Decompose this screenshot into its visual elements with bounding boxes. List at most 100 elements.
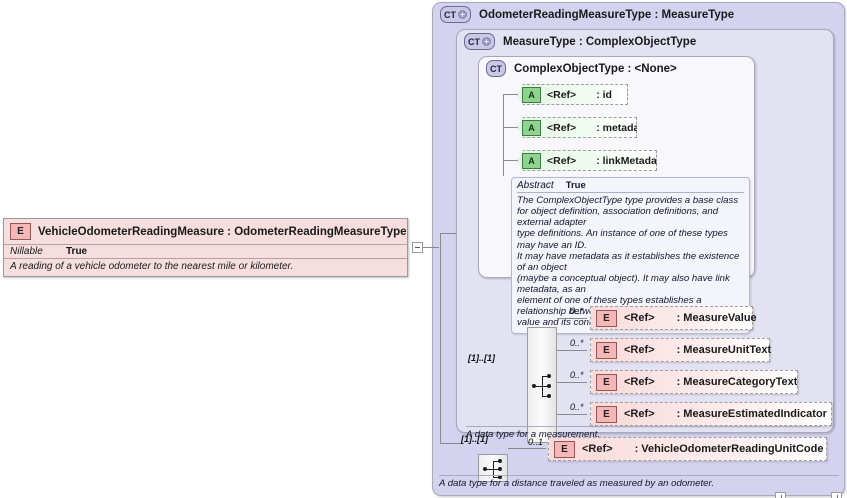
ct-badge-label: CT bbox=[490, 63, 502, 74]
attribute-badge-icon: A bbox=[522, 152, 541, 169]
attribute-name-label: : id bbox=[596, 88, 612, 101]
element-row-vehicleodometerreadingunitcode[interactable]: E <Ref> : VehicleOdometerReadingUnitCode bbox=[548, 437, 827, 461]
sequence-dot-icon bbox=[498, 475, 502, 479]
abstract-text-line: value and its context. bbox=[517, 317, 608, 329]
panel-title-middle: MeasureType : ComplexObjectType bbox=[503, 35, 697, 48]
element-badge-icon: E bbox=[596, 405, 617, 423]
abstract-text-line: for object definition, association defin… bbox=[517, 206, 719, 229]
property-key-label: Nillable bbox=[10, 246, 43, 257]
property-value-label: True bbox=[66, 246, 88, 257]
sequence-line-icon bbox=[536, 386, 542, 387]
element-ref-label: <Ref> bbox=[582, 443, 613, 455]
measure-sequence-cardinality: [1]..[1] bbox=[468, 353, 495, 363]
panel-documentation-middle: A data type for a measurement. bbox=[466, 426, 821, 440]
element-name-label: : MeasureUnitText bbox=[676, 344, 772, 356]
attr-tree-spine bbox=[503, 94, 504, 176]
element-row-measurecategorytext[interactable]: E <Ref> : MeasureCategoryText bbox=[590, 370, 798, 394]
sequence-dot-icon bbox=[498, 467, 502, 471]
unitcode-sequence-cardinality: [1]..[1] bbox=[461, 434, 488, 444]
attribute-name-label: : linkMetadata bbox=[596, 154, 667, 167]
root-connector bbox=[423, 247, 439, 248]
attribute-row-id[interactable]: A <Ref> : id bbox=[517, 84, 628, 105]
element-badge-icon: E bbox=[596, 341, 617, 359]
root-element-title: VehicleOdometerReadingMeasure : Odometer… bbox=[38, 225, 407, 238]
element-name-label: : MeasureEstimatedIndicator bbox=[676, 408, 827, 420]
element-name-label: : VehicleOdometerReadingUnitCode bbox=[634, 443, 824, 455]
attribute-ref-label: <Ref> bbox=[547, 154, 577, 167]
complextype-badge-icon[interactable]: CT bbox=[486, 60, 506, 77]
element-cardinality-measurevalue: 0..* bbox=[570, 306, 584, 316]
element-badge-icon: E bbox=[596, 373, 617, 391]
sequence-dot-root-icon bbox=[483, 467, 487, 471]
ct-badge-label: CT bbox=[468, 36, 480, 47]
attribute-row-linkmetadata[interactable]: A <Ref> : linkMetadata bbox=[517, 150, 657, 171]
sequence-dot-root-icon bbox=[532, 384, 536, 388]
plus-circle-icon bbox=[458, 10, 467, 19]
element-badge-icon: E bbox=[596, 309, 617, 327]
complextype-panel-complexobjecttype: CT ComplexObjectType : <None> A <Ref> : … bbox=[478, 56, 755, 334]
abstract-text-line: element of one of these types establishe… bbox=[517, 295, 702, 318]
element-ref-label: <Ref> bbox=[624, 312, 655, 324]
sequence-dot-icon bbox=[547, 374, 551, 378]
abstract-row: Abstract True bbox=[517, 180, 744, 193]
abstract-value-label: True bbox=[565, 180, 586, 191]
complextype-expand-badge-icon[interactable]: CT bbox=[440, 6, 471, 23]
sequence-line-icon bbox=[487, 469, 493, 470]
complextype-panel-measuretype: CT MeasureType : ComplexObjectType CT Co… bbox=[456, 29, 834, 498]
abstract-text-line: It may have metadata as it establishes t… bbox=[517, 250, 740, 273]
sequence-icon[interactable] bbox=[527, 327, 557, 443]
plus-circle-icon bbox=[482, 37, 491, 46]
seq-connector bbox=[557, 382, 587, 383]
root-element-property-nillable: Nillable True bbox=[4, 244, 407, 258]
attr-tree-branch bbox=[503, 160, 518, 161]
panel-documentation-outer: A data type for a distance traveled as m… bbox=[439, 475, 839, 489]
outer-branch bbox=[440, 233, 456, 234]
seq-connector bbox=[557, 350, 587, 351]
panel-header-middle: CT MeasureType : ComplexObjectType bbox=[457, 30, 833, 50]
root-element-documentation: A reading of a vehicle odometer to the n… bbox=[4, 258, 407, 277]
attribute-ref-label: <Ref> bbox=[547, 121, 577, 134]
seq-connector bbox=[557, 414, 587, 415]
element-badge-icon: E bbox=[10, 223, 31, 240]
attribute-row-metadata[interactable]: A <Ref> : metadata bbox=[517, 117, 637, 138]
element-badge-icon: E bbox=[554, 440, 575, 458]
element-row-measureunittext[interactable]: E <Ref> : MeasureUnitText bbox=[590, 338, 772, 362]
attr-tree-branch bbox=[503, 127, 518, 128]
sequence-line-icon bbox=[542, 376, 543, 397]
element-ref-label: <Ref> bbox=[624, 344, 655, 356]
abstract-text-line: (maybe a conceptual object). It may also… bbox=[517, 272, 730, 295]
sequence-dot-icon bbox=[498, 459, 502, 463]
collapse-toggle-button[interactable] bbox=[412, 242, 423, 253]
expand-button-measureunittext[interactable] bbox=[775, 492, 786, 498]
root-element-box[interactable]: E VehicleOdometerReadingMeasure : Odomet… bbox=[3, 218, 408, 277]
attr-tree-branch bbox=[503, 94, 518, 95]
outer-spine bbox=[440, 233, 441, 443]
panel-header-outer: CT OdometerReadingMeasureType : MeasureT… bbox=[433, 3, 844, 23]
sequence-line-icon bbox=[494, 477, 499, 478]
element-cardinality-measureunittext: 0..* bbox=[570, 338, 584, 348]
attribute-ref-label: <Ref> bbox=[547, 88, 577, 101]
sequence-dot-icon bbox=[547, 394, 551, 398]
outer-branch bbox=[440, 443, 464, 444]
abstract-text-line: type definitions. An instance of one of … bbox=[517, 228, 728, 251]
sequence-line-icon bbox=[543, 386, 548, 387]
panel-title-outer: OdometerReadingMeasureType : MeasureType bbox=[479, 8, 735, 21]
abstract-text-line: The ComplexObjectType type provides a ba… bbox=[517, 195, 739, 206]
attribute-name-label: : metadata bbox=[596, 121, 649, 134]
element-name-label: : MeasureCategoryText bbox=[676, 376, 798, 388]
element-row-measurevalue[interactable]: E <Ref> : MeasureValue bbox=[590, 306, 757, 330]
sequence-dot-icon bbox=[547, 384, 551, 388]
panel-header-inner: CT ComplexObjectType : <None> bbox=[479, 57, 754, 77]
sequence-icon[interactable] bbox=[478, 454, 508, 482]
seq-connector bbox=[557, 318, 587, 319]
element-cardinality-measureestimatedindicator: 0..* bbox=[570, 402, 584, 412]
complextype-expand-badge-icon[interactable]: CT bbox=[464, 33, 495, 50]
abstract-key-label: Abstract bbox=[517, 180, 554, 191]
complextype-panel-odometerreadingmeasuretype: CT OdometerReadingMeasureType : MeasureT… bbox=[432, 2, 845, 498]
sequence-line-icon bbox=[494, 469, 499, 470]
element-row-measureestimatedindicator[interactable]: E <Ref> : MeasureEstimatedIndicator bbox=[590, 402, 832, 426]
expand-button-vehicleodometerreadingunitcode[interactable] bbox=[831, 492, 842, 498]
attribute-badge-icon: A bbox=[522, 119, 541, 136]
sequence-line-icon bbox=[494, 461, 499, 462]
